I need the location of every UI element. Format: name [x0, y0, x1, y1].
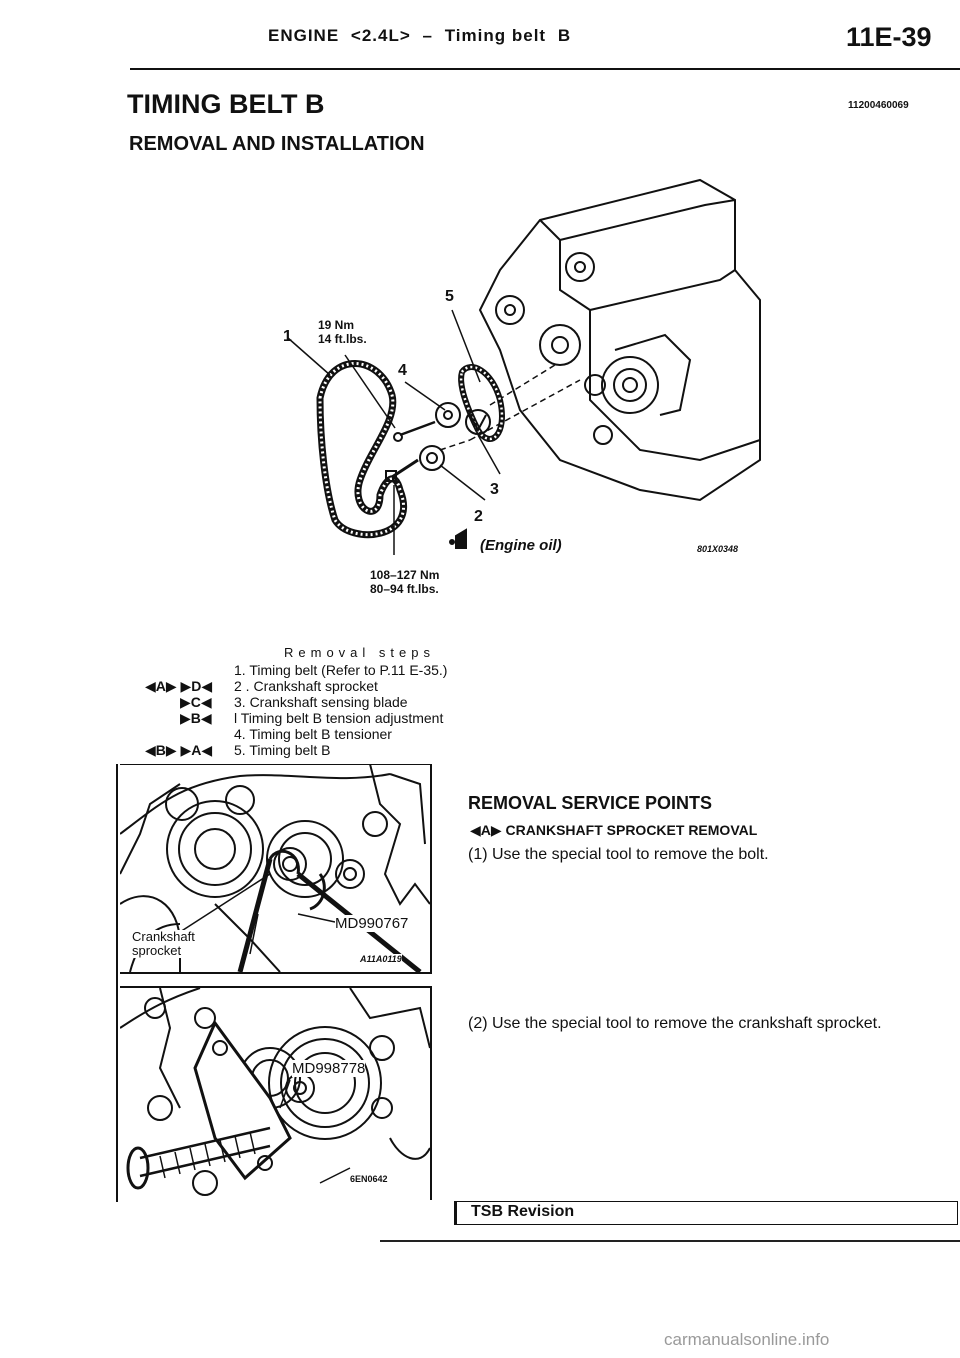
callout-2: 2	[474, 508, 483, 525]
page-number: 11E-39	[846, 22, 932, 52]
service-points-mark: ◀A▶	[470, 822, 502, 838]
callout-1: 1	[283, 328, 292, 345]
figure-b-tool-label: MD998778	[292, 1060, 366, 1077]
step-marks: ◀A▶ ▶D◀	[145, 678, 213, 694]
bottom-rule	[380, 1240, 960, 1242]
figure-b: MD998778 6EN0642	[120, 986, 432, 1200]
callout-5: 5	[445, 288, 454, 305]
figure-a-part-line1: Crankshaft	[132, 929, 195, 944]
callout-4: 4	[398, 362, 407, 379]
header-title-suffix: B	[557, 26, 572, 45]
tsb-revision-box: TSB Revision	[454, 1201, 958, 1225]
main-figure: 1 5 4 3 2 19 Nm 14 ft.lbs. (Engine oil) …	[0, 160, 960, 610]
removal-step: ▶C◀ 3. Crankshaft sensing blade	[0, 694, 700, 710]
figure-a-code: A11A0119	[360, 954, 402, 964]
removal-step: ◀A▶ ▶D◀ 2 . Crankshaft sprocket	[0, 678, 700, 694]
removal-steps-list: 1. Timing belt (Refer to P.11 E-35.) ◀A▶…	[0, 662, 700, 772]
torque-lower-nm: 108–127 Nm	[370, 568, 440, 582]
step-text: 5. Timing belt B	[234, 742, 331, 758]
service-para-2: (2) Use the special tool to remove the c…	[468, 1015, 882, 1032]
torque-upper-ftlbs: 14 ft.lbs.	[318, 332, 367, 346]
header-title-model: <2.4L>	[350, 26, 411, 45]
figure-a: Crankshaft sprocket MD990767 A11A0119	[120, 764, 432, 974]
removal-step: ◀B▶ ▶A◀ 5. Timing belt B	[0, 742, 700, 758]
step-marks: ▶B◀	[180, 710, 212, 726]
torque-upper: 19 Nm 14 ft.lbs.	[318, 318, 367, 346]
main-figure-drawing	[287, 178, 761, 555]
page-header: ENGINE <2.4L> – Timing belt B 11E-39	[0, 22, 960, 70]
footer-watermark: carmanualsonline.info	[664, 1330, 830, 1349]
section-title: TIMING BELT B	[127, 89, 325, 119]
main-figure-code: 801X0348	[697, 544, 739, 554]
callout-3: 3	[490, 481, 499, 498]
removal-steps-heading: Removal steps	[284, 645, 435, 660]
service-points-title: REMOVAL SERVICE POINTS	[468, 793, 713, 813]
doc-code: 11200460069	[848, 100, 909, 111]
step-marks: ▶C◀	[180, 694, 212, 710]
engine-oil-note: (Engine oil)	[480, 537, 562, 554]
step-text: 4. Timing belt B tensioner	[234, 726, 392, 742]
step-text: l Timing belt B tension adjustment	[234, 710, 444, 726]
header-rule	[130, 68, 960, 70]
removal-step: 4. Timing belt B tensioner	[0, 726, 700, 742]
removal-step: ▶B◀ l Timing belt B tension adjustment	[0, 710, 700, 726]
figure-b-drawing	[120, 988, 430, 1196]
torque-upper-nm: 19 Nm	[318, 318, 355, 332]
figure-a-tool-label: MD990767	[335, 915, 409, 932]
figure-column-rule	[116, 764, 118, 1202]
header-title-main: Timing belt	[444, 26, 547, 45]
step-marks: ◀B▶ ▶A◀	[145, 742, 213, 758]
figure-a-part-line2: sprocket	[132, 943, 182, 958]
header-title-prefix: ENGINE	[268, 26, 340, 45]
service-points-subtitle: ◀A▶ CRANKSHAFT SPROCKET REMOVAL	[470, 822, 757, 839]
tsb-revision-label: TSB Revision	[471, 1203, 575, 1220]
removal-step: 1. Timing belt (Refer to P.11 E-35.)	[0, 662, 700, 678]
torque-lower-ftlbs: 80–94 ft.lbs.	[370, 582, 439, 596]
step-text: 2 . Crankshaft sprocket	[234, 678, 378, 694]
torque-lower: 108–127 Nm 80–94 ft.lbs.	[370, 568, 439, 596]
figure-a-part-label: Crankshaft sprocket	[132, 930, 195, 958]
section-subtitle: REMOVAL AND INSTALLATION	[129, 133, 425, 155]
service-points-subtitle-text: CRANKSHAFT SPROCKET REMOVAL	[505, 822, 758, 838]
header-title-dash: –	[422, 26, 433, 45]
service-para-1: (1) Use the special tool to remove the b…	[468, 846, 769, 863]
step-text: 3. Crankshaft sensing blade	[234, 694, 408, 710]
header-title: ENGINE <2.4L> – Timing belt B	[268, 26, 571, 46]
step-text: 1. Timing belt (Refer to P.11 E-35.)	[234, 662, 448, 678]
figure-b-code: 6EN0642	[350, 1174, 388, 1184]
